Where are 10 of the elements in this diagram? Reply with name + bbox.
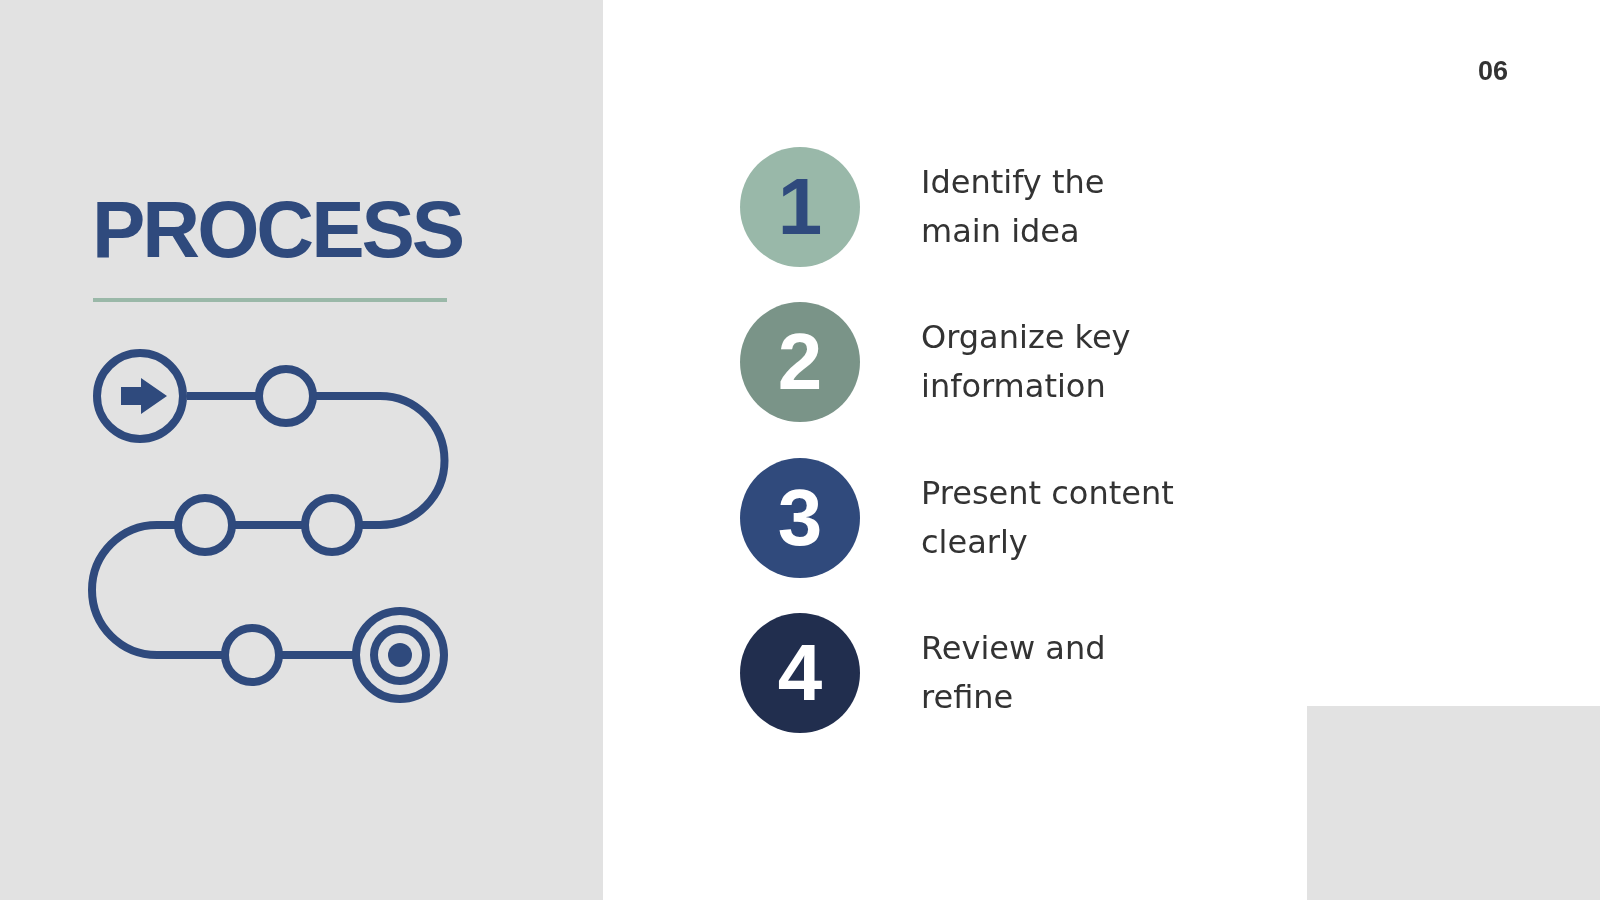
step-number: 1 — [777, 167, 823, 247]
step-description: Organize key information — [921, 317, 1132, 407]
step-number: 4 — [777, 633, 823, 713]
step-number: 3 — [777, 478, 823, 558]
slide-title: PROCESS — [92, 190, 463, 270]
step-description: Identify the main idea — [921, 162, 1106, 252]
step-description: Present content clearly — [921, 473, 1175, 563]
step-description: Review and refine — [921, 628, 1107, 718]
step-number: 2 — [777, 322, 823, 402]
page-number: 06 — [1477, 55, 1508, 87]
